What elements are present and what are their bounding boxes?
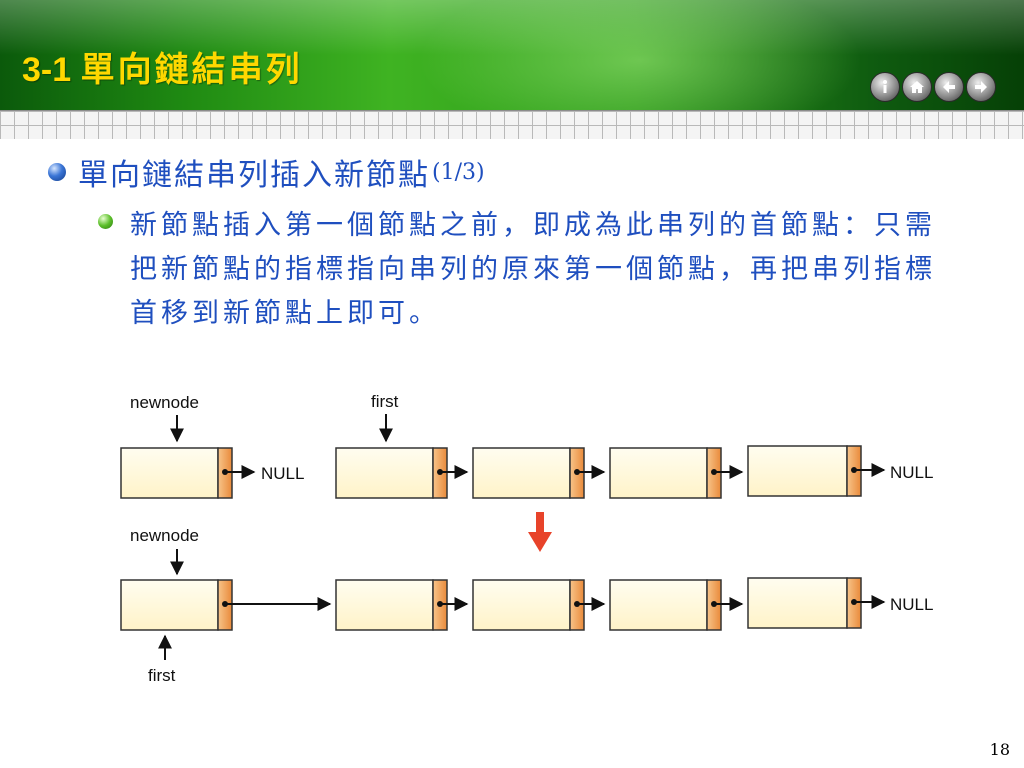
forward-button[interactable] (966, 72, 996, 102)
top-node-1 (335, 447, 448, 499)
nav-buttons (870, 72, 996, 102)
page-number: 18 (989, 740, 1010, 759)
transition-down-arrow-icon (528, 512, 552, 552)
back-arrow-icon (943, 81, 955, 93)
bullet-1-page: (1/3) (432, 159, 485, 185)
blue-bullet-icon (48, 163, 66, 181)
forward-arrow-icon (975, 81, 987, 93)
bullet-level-2: 新節點插入第一個節點之前，即成為此串列的首節點：只需把新節點的指標指向串列的原來… (98, 204, 958, 336)
bottom-node-3 (609, 579, 722, 631)
home-icon (910, 81, 924, 93)
title-bar: 3-1 單向鏈結串列 (0, 0, 1024, 110)
bullet-2-text: 新節點插入第一個節點之前，即成為此串列的首節點：只需把新節點的指標指向串列的原來… (130, 210, 936, 329)
top-newnode-label: newnode (130, 393, 199, 412)
back-button[interactable] (934, 72, 964, 102)
info-icon (883, 80, 887, 93)
home-button[interactable] (902, 72, 932, 102)
bottom-node-2 (472, 579, 585, 631)
bullet-level-1: 單向鏈結串列插入新節點 (1/3) (48, 150, 485, 194)
bottom-newnode (120, 579, 233, 631)
green-bullet-icon (98, 214, 113, 229)
top-null-2: NULL (890, 463, 933, 482)
slide-title: 3-1 單向鏈結串列 (22, 42, 303, 91)
top-newnode (120, 447, 233, 499)
bottom-node-1 (335, 579, 448, 631)
top-node-2 (472, 447, 585, 499)
slide-title-text: 單向鏈結串列 (80, 50, 303, 90)
top-null-1: NULL (261, 464, 304, 483)
bottom-null: NULL (890, 595, 933, 614)
top-node-3 (609, 447, 722, 499)
top-first-label: first (371, 392, 399, 411)
grid-strip (0, 110, 1024, 139)
bottom-newnode-label: newnode (130, 526, 199, 545)
bottom-first-label: first (148, 666, 176, 685)
top-node-4 (747, 445, 862, 497)
bullet-1-text: 單向鏈結串列插入新節點 (78, 158, 430, 193)
info-button[interactable] (870, 72, 900, 102)
bottom-node-4 (747, 577, 862, 629)
slide-title-number: 3-1 (22, 51, 72, 89)
